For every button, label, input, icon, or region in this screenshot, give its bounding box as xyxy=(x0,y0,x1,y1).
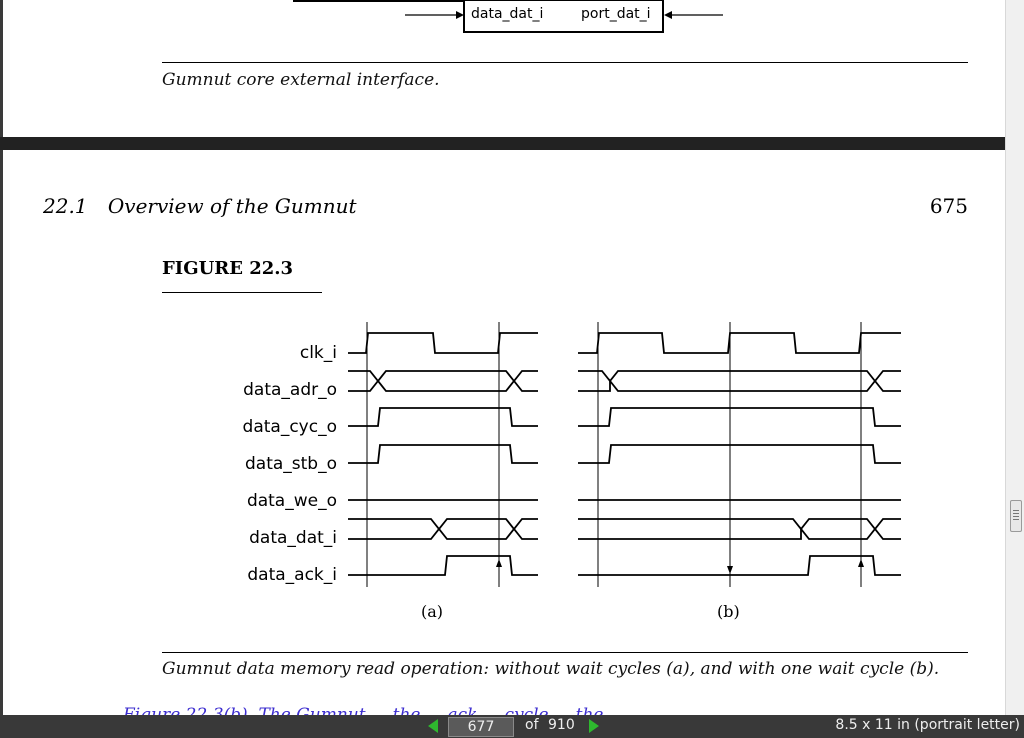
page-size-label: 8.5 x 11 in (portrait letter) xyxy=(835,717,1020,733)
page-gap xyxy=(0,137,1006,150)
figure-caption-top: Gumnut core external interface. xyxy=(162,70,440,90)
signal-data-ack-i: data_ack_i xyxy=(247,565,337,585)
signal-data-stb-o: data_stb_o xyxy=(244,454,337,474)
prev-page-icon[interactable] xyxy=(428,719,438,733)
section-title: Overview of the Gumnut xyxy=(107,194,357,218)
signal-labels: clk_i data_adr_o data_cyc_o data_stb_o d… xyxy=(243,335,337,594)
signal-data-cyc-o: data_cyc_o xyxy=(242,417,337,437)
subfigure-label-a: (a) xyxy=(421,602,444,621)
figure-caption-rule xyxy=(162,652,968,653)
figure-label: FIGURE 22.3 xyxy=(162,258,294,279)
figure-caption: Gumnut data memory read operation: witho… xyxy=(162,659,940,679)
caption-rule xyxy=(162,62,968,63)
signal-clk-i: clk_i xyxy=(299,343,337,363)
document-page-main: 22.1 Overview of the Gumnut 675 FIGURE 2… xyxy=(3,150,1006,715)
document-page-top: data_dat_i port_dat_i Gumnut core extern… xyxy=(3,0,1006,137)
signal-data-we-o: data_we_o xyxy=(246,491,337,511)
next-page-icon[interactable] xyxy=(589,719,599,733)
page-total: 910 xyxy=(548,717,575,733)
scrollbar-thumb[interactable] xyxy=(1010,500,1022,532)
port-label-data-dat-i: data_dat_i xyxy=(471,6,544,22)
running-header: 22.1 Overview of the Gumnut xyxy=(43,194,357,218)
page-number-input[interactable] xyxy=(448,717,514,737)
page-of-label: of xyxy=(525,717,539,733)
status-bar: of 910 8.5 x 11 in (portrait letter) xyxy=(0,715,1024,738)
subfigure-label-b: (b) xyxy=(717,602,740,621)
port-label-port-dat-i: port_dat_i xyxy=(581,6,651,22)
body-text-partial: Figure 22.3(b). The Gumnut ... the ... a… xyxy=(123,705,626,715)
figure-label-rule xyxy=(162,292,322,293)
section-number: 22.1 xyxy=(43,194,88,218)
timing-diagram xyxy=(348,322,901,587)
interface-block-diagram xyxy=(293,0,723,33)
signal-data-dat-i: data_dat_i xyxy=(249,528,337,548)
vertical-scrollbar[interactable] xyxy=(1005,0,1024,715)
page-number: 675 xyxy=(929,194,968,218)
signal-data-adr-o: data_adr_o xyxy=(243,380,337,400)
